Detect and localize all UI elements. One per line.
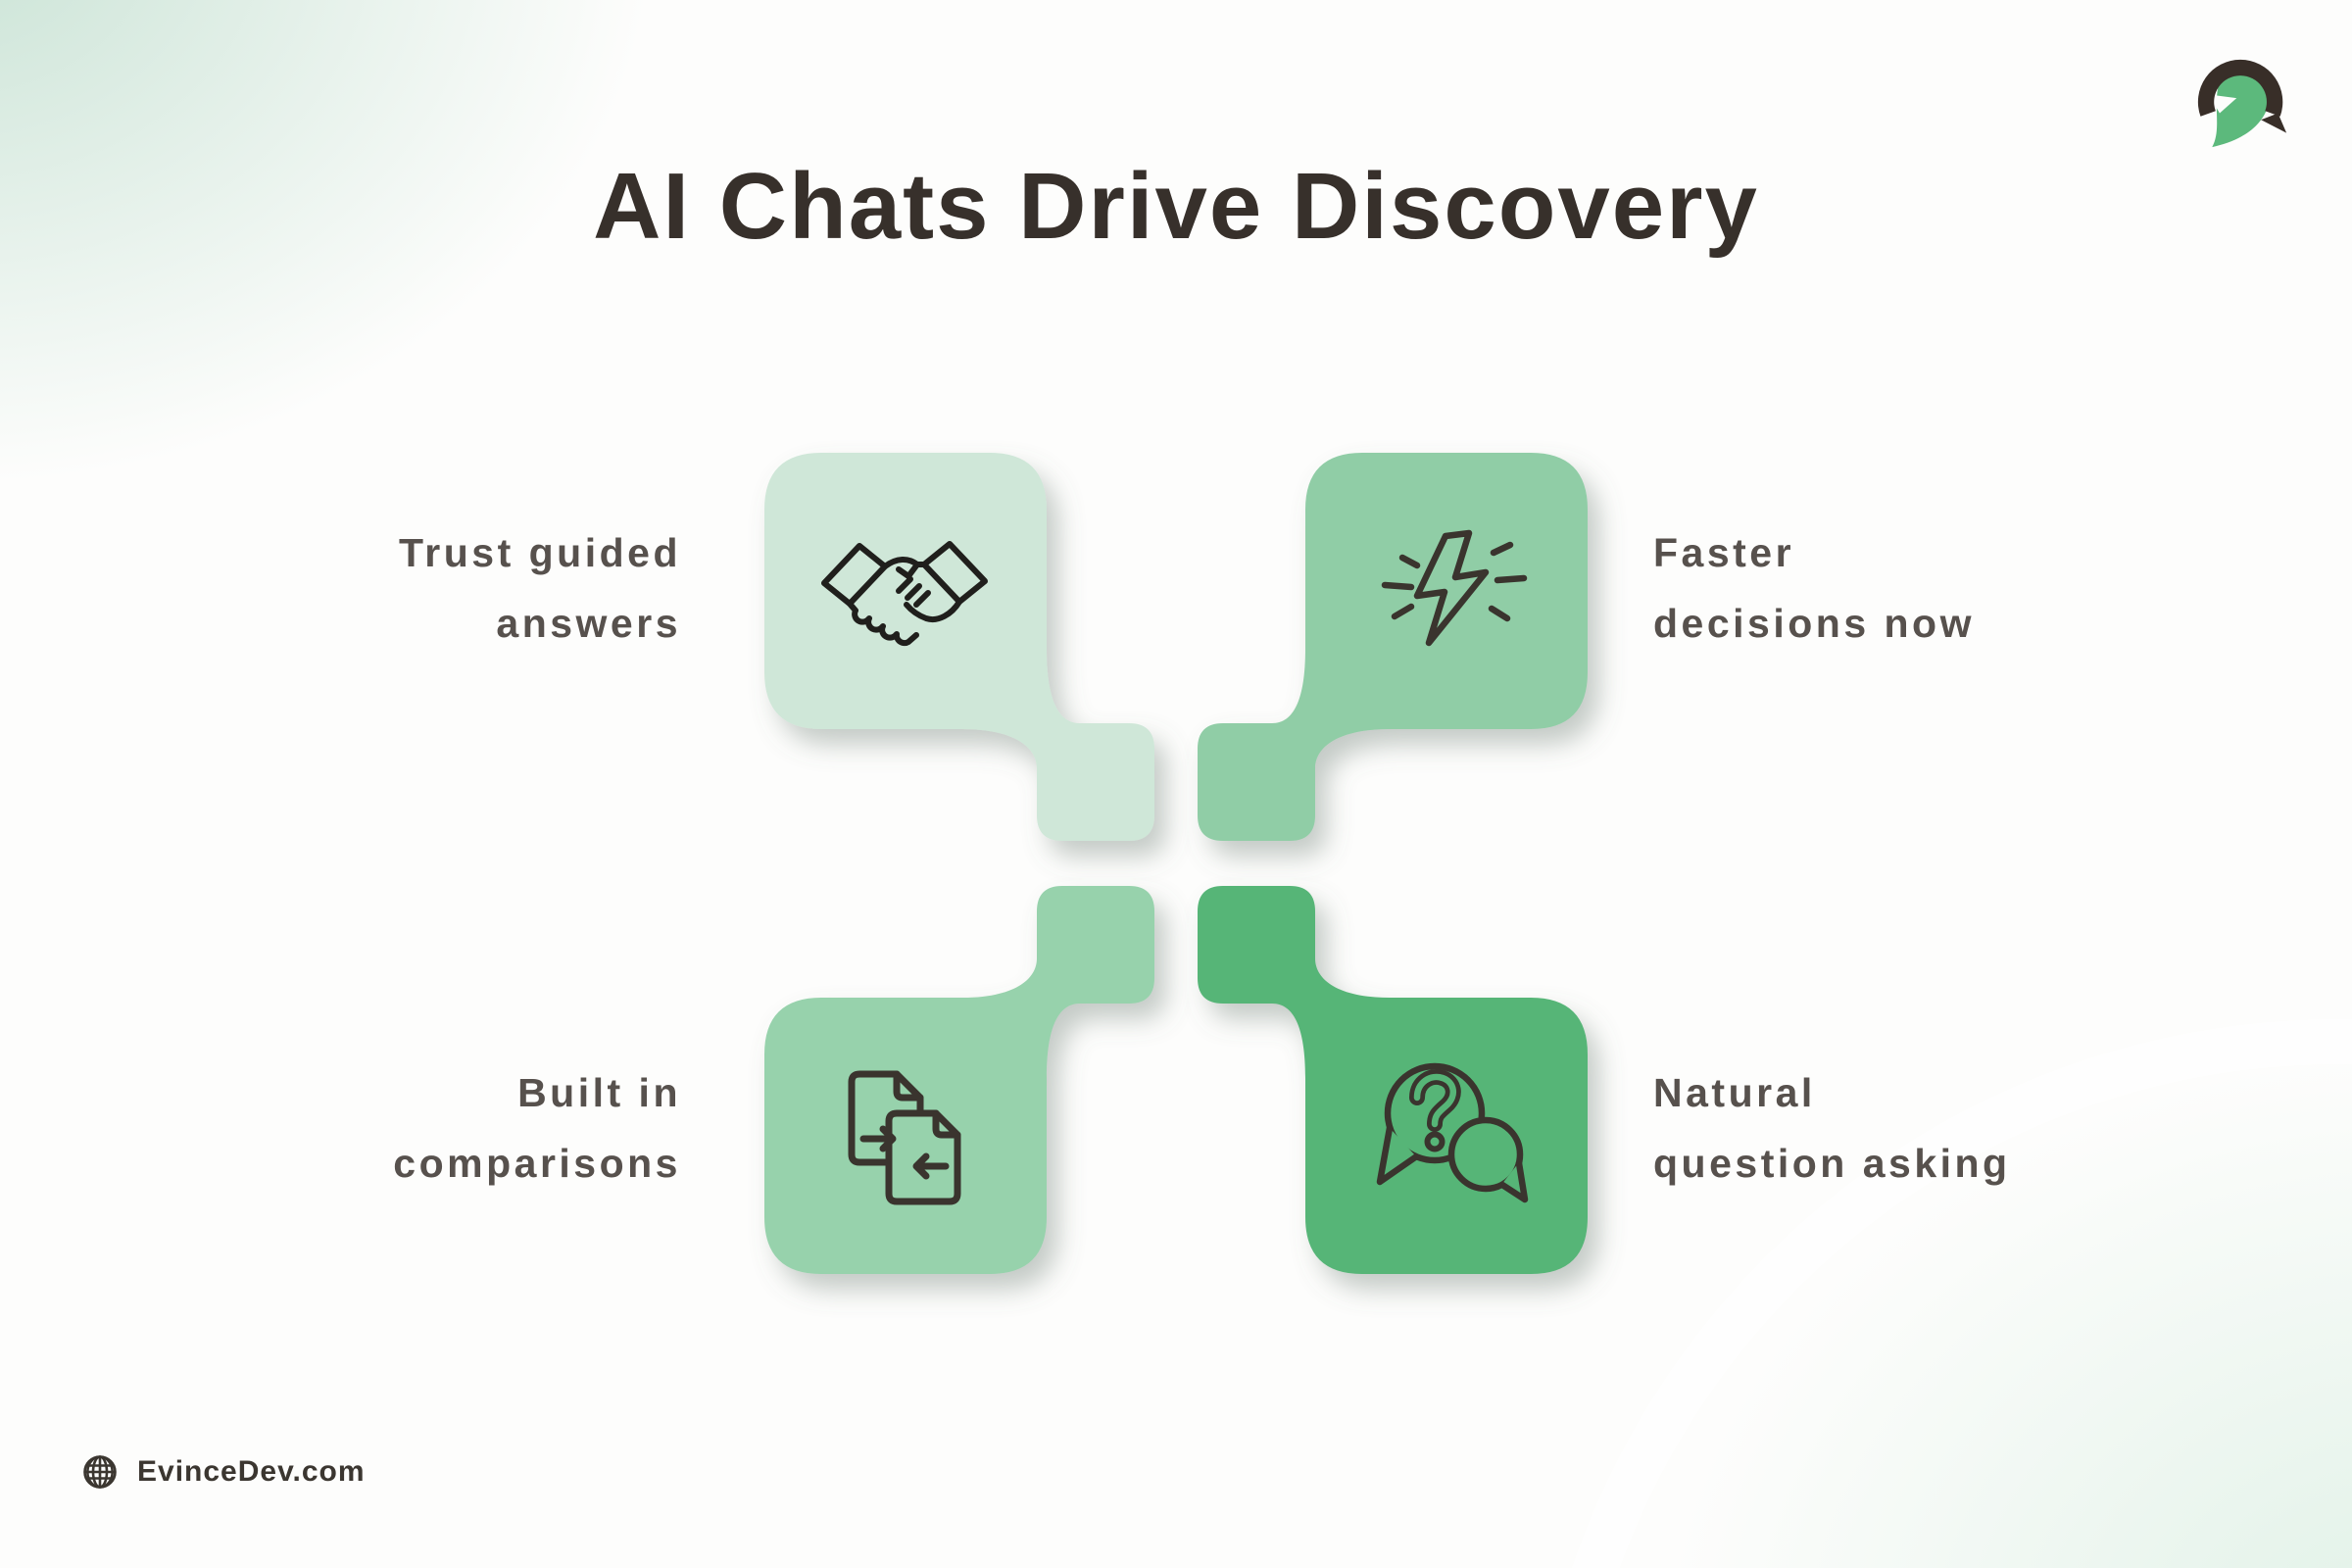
spartan-helmet-icon [2197,59,2287,148]
label-line: Natural [1653,1070,1816,1115]
logo-helmet-leaf [2212,62,2271,148]
globe-icon [83,1455,117,1489]
page-title: AI Chats Drive Discovery [593,154,1759,259]
document-transfer-icon [848,1070,961,1205]
label-line: Built in [517,1070,681,1115]
footer-website-text: EvinceDev.com [137,1455,366,1488]
label-built-in-comparisons: Built in comparisons [393,1057,681,1199]
label-line: decisions now [1653,601,1975,646]
question-chat-icon [1376,1062,1529,1203]
label-line: Trust guided [399,530,681,575]
card-shape-trust [764,453,1154,841]
label-line: question asking [1653,1141,2011,1186]
logo-helmet-notch [2208,94,2237,114]
label-trust-guided-answers: Trust guided answers [399,517,681,659]
label-line: comparisons [393,1141,681,1186]
label-line: Faster [1653,530,1795,575]
label-faster-decisions-now: Faster decisions now [1653,517,1975,659]
logo-crest-tip [2261,113,2287,133]
logo-crest-arc [2197,59,2283,117]
handshake-icon [821,541,988,647]
lightning-bolt-icon [1381,529,1528,647]
label-line: answers [496,601,681,646]
label-natural-question-asking: Natural question asking [1653,1057,2011,1199]
footer: EvinceDev.com [78,1450,366,1494]
